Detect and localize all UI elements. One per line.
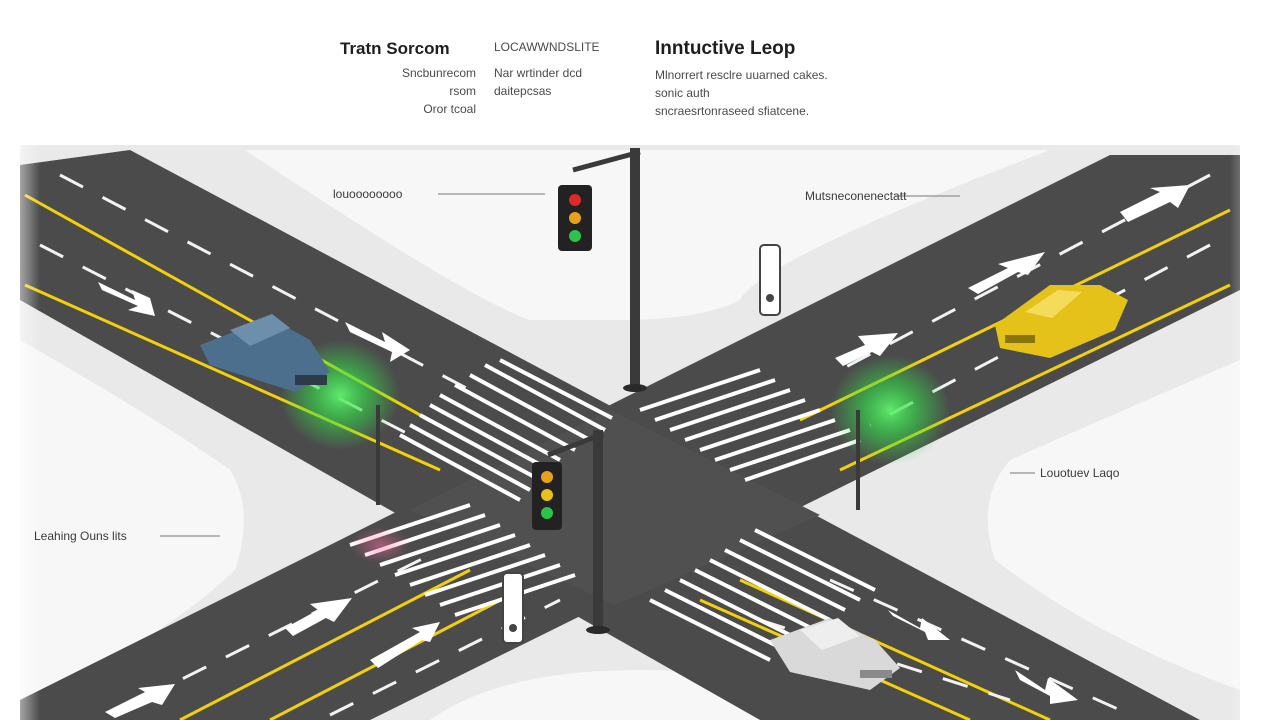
header-center-title: LOCAWWNDSLITE xyxy=(494,40,600,54)
arrow-icon xyxy=(98,282,155,316)
header-left-line: Sncbunrecom xyxy=(401,66,476,80)
header-left-lines: Sncbunrecom rsom Oror tcoal xyxy=(340,64,476,118)
crosswalk-ne xyxy=(639,368,861,482)
arrow-icon xyxy=(345,322,410,362)
car-icon xyxy=(995,285,1128,358)
sensor-icon xyxy=(502,572,524,644)
traffic-light-pole-south xyxy=(532,430,610,634)
callout-top-right: Mutsneconenectatt xyxy=(805,189,907,203)
arrow-icon xyxy=(1120,185,1190,222)
header-right-title: Inntuctive Leop xyxy=(655,38,796,59)
fade-left xyxy=(0,140,40,720)
header-center-line: daitepcsas xyxy=(494,84,552,98)
header-right-line: Mlnorrert resclre uuarned cakes. xyxy=(655,68,828,82)
corner-block-left xyxy=(20,340,244,700)
header-right-lines: Mlnorrert resclre uuarned cakes. sonic a… xyxy=(655,66,828,120)
sensor-glow-pink xyxy=(350,527,410,563)
header-right-line: sonic auth xyxy=(655,86,710,100)
crosswalk-se xyxy=(649,528,876,662)
traffic-light-icon xyxy=(532,462,562,530)
header-right-line: sncraesrtonraseed sfiatcene. xyxy=(655,104,810,118)
traffic-light-icon xyxy=(558,185,592,251)
arrow-icon xyxy=(105,684,175,718)
intersection-core xyxy=(410,410,820,605)
fade-right xyxy=(1230,140,1280,720)
callout-mid-right: Louotuev Laqo xyxy=(1040,466,1120,480)
header-center-lines: Nar wrtinder dcd daitepcsas xyxy=(494,64,582,100)
header-center-line: Nar wrtinder dcd xyxy=(494,66,583,80)
header-left-line: Oror tcoal xyxy=(423,102,476,116)
crosswalk-sw xyxy=(349,503,576,617)
arrow-icon xyxy=(968,252,1045,294)
header-left-line: rsom xyxy=(449,84,476,98)
corner-block-top xyxy=(245,150,1050,320)
traffic-light-pole-north xyxy=(558,148,647,392)
callout-mid-left: Leahing Ouns lits xyxy=(34,529,127,543)
sensor-icon xyxy=(759,244,781,316)
car-icon xyxy=(770,618,900,690)
arrow-icon xyxy=(1015,670,1078,704)
arrow-icon xyxy=(285,598,352,636)
corner-block-right xyxy=(987,360,1240,690)
arrow-icon xyxy=(370,622,440,668)
header-left-title: Tratn Sorcom xyxy=(340,39,450,58)
sensor-glow xyxy=(830,355,950,465)
arrow-icon xyxy=(835,333,898,366)
callout-top-left: louoooooooo xyxy=(333,187,403,201)
arrow-icon xyxy=(888,610,950,640)
crosswalk-nw xyxy=(399,358,613,502)
car-icon xyxy=(200,314,330,392)
